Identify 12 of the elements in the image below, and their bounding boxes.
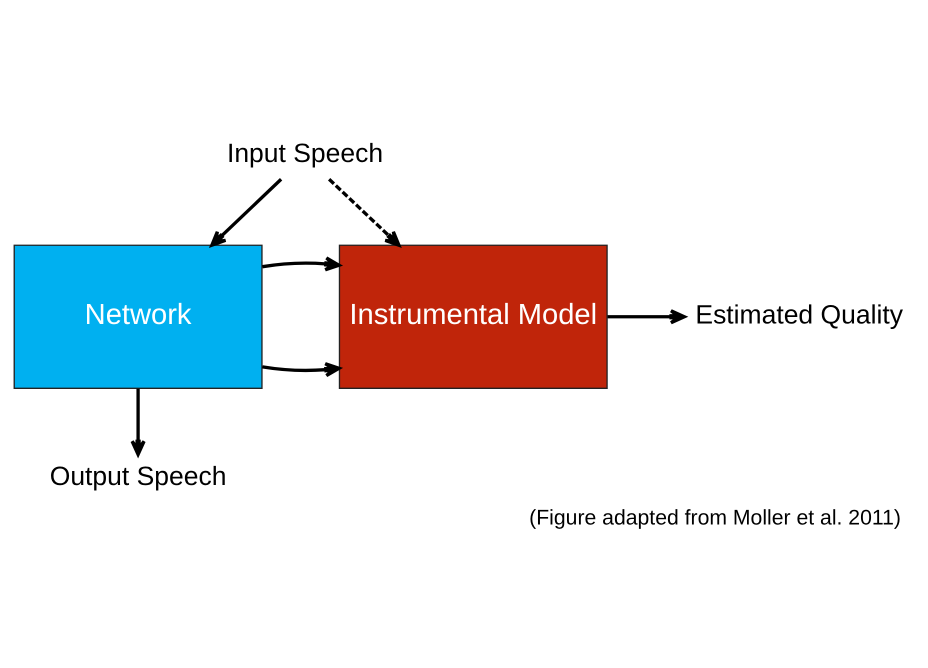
node-text: Estimated Quality — [695, 299, 903, 330]
arrow — [608, 309, 686, 324]
node-box: Instrumental Model — [338, 244, 608, 389]
caption: (Figure adapted from Moller et al. 2011) — [529, 506, 901, 530]
arrow — [130, 388, 146, 456]
arrow — [262, 362, 341, 378]
arrow — [210, 178, 282, 247]
arrow — [262, 256, 341, 272]
node-box: Network — [14, 244, 263, 389]
node-text: Input Speech — [226, 138, 384, 168]
arrow — [328, 178, 401, 247]
node-text: Output Speech — [50, 461, 226, 492]
